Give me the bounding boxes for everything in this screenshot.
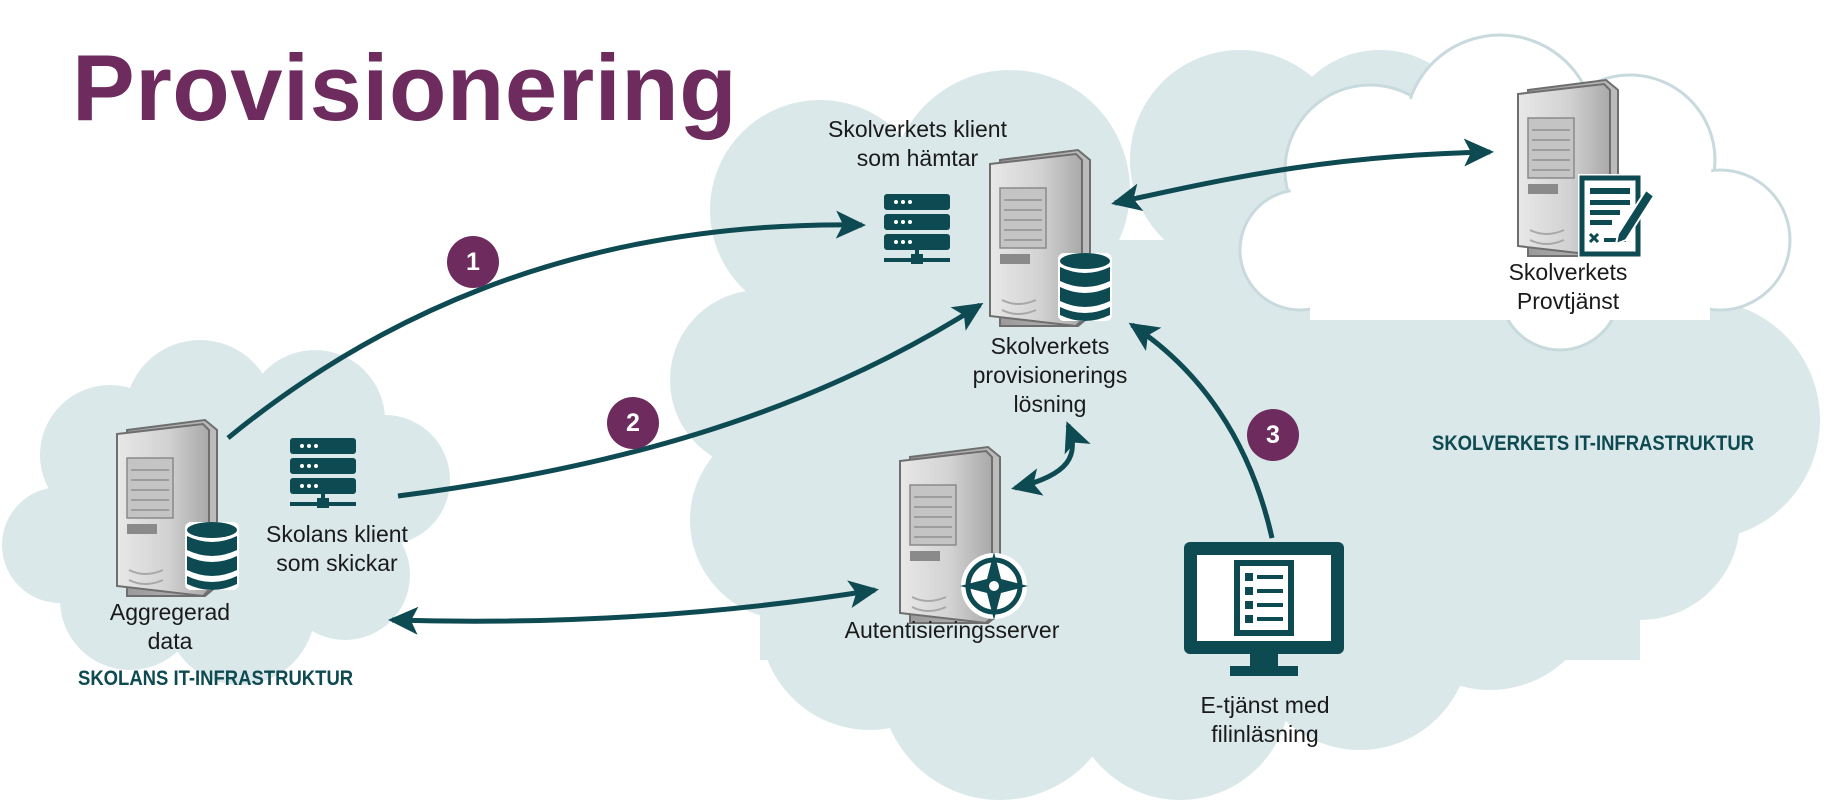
label-aggregated-line-1: Aggregerad — [109, 599, 231, 625]
label-eservice-line-2: filinläsning — [1211, 721, 1319, 747]
arrow-school-auth — [388, 580, 879, 635]
label-auth-server: Autentisieringsserver — [844, 617, 1060, 643]
arrow-step-1 — [226, 210, 866, 440]
label-provisioning-line-2: provisionerings — [972, 362, 1128, 388]
label-aggregated-line-2: data — [147, 628, 193, 654]
step-badge-1: 1 — [447, 236, 499, 288]
label-school-client-line-2: som skickar — [276, 550, 398, 576]
zone-school-it: SKOLANS IT-INFRASTRUKTUR — [78, 667, 354, 690]
label-eservice: E-tjänst med filinläsning — [1155, 691, 1375, 749]
step-badge-3: 3 — [1247, 409, 1299, 461]
zone-skolverket-it: SKOLVERKETS IT-INFRASTRUKTUR — [1432, 432, 1755, 455]
arrow-provisioning-provtjanst — [1111, 138, 1494, 211]
compass-icon — [960, 552, 1028, 620]
label-provisioning-line-3: lösning — [1013, 391, 1087, 417]
step-badge-2: 2 — [607, 397, 659, 449]
label-provisioning-line-1: Skolverkets — [990, 333, 1110, 359]
label-provtjanst-line-2: Provtjänst — [1516, 288, 1620, 314]
arrow-step-2 — [397, 302, 984, 499]
arrow-auth-provisioning — [1011, 421, 1091, 496]
label-school-client-line-1: Skolans klient — [266, 521, 408, 547]
arrow-step-3 — [1128, 322, 1275, 539]
label-provtjanst: Skolverkets Provtjänst — [1458, 258, 1678, 316]
school-database-icon — [185, 522, 239, 590]
label-client-fetch: Skolverkets klient som hämtar — [800, 115, 1035, 173]
label-client-fetch-line-2: som hämtar — [856, 145, 979, 171]
document-edit-icon — [1578, 174, 1656, 258]
label-provisioning: Skolverkets provisionerings lösning — [935, 332, 1165, 419]
label-eservice-line-1: E-tjänst med — [1200, 692, 1330, 718]
label-client-fetch-line-1: Skolverkets klient — [828, 116, 1007, 142]
label-school-client: Skolans klient som skickar — [237, 520, 437, 578]
label-aggregated-data: Aggregerad data — [80, 598, 260, 656]
label-provtjanst-line-1: Skolverkets — [1508, 259, 1628, 285]
monitor-list-icon — [1184, 542, 1344, 676]
page-title: Provisionering — [72, 35, 738, 140]
provisioning-database-icon — [1058, 253, 1112, 321]
